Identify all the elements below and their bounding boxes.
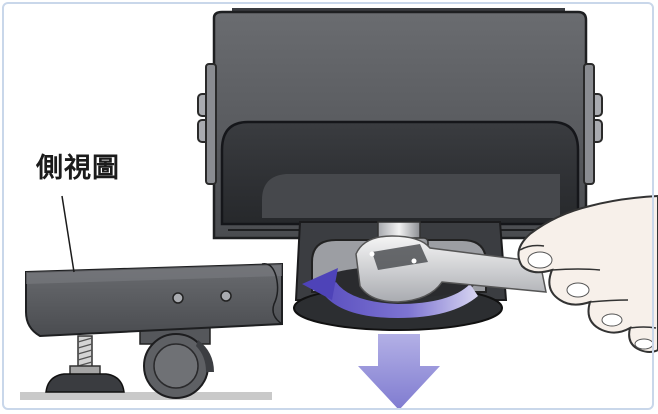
side-leveling-foot xyxy=(46,336,124,392)
down-arrow-icon xyxy=(358,334,440,410)
mounting-bolt xyxy=(584,64,602,184)
equipment-housing xyxy=(198,8,602,238)
side-view-label: 側視圖 xyxy=(36,146,120,185)
label-leader-line xyxy=(62,196,74,272)
mounting-bolt xyxy=(198,64,216,184)
floor xyxy=(20,392,272,400)
side-frame xyxy=(26,264,282,336)
